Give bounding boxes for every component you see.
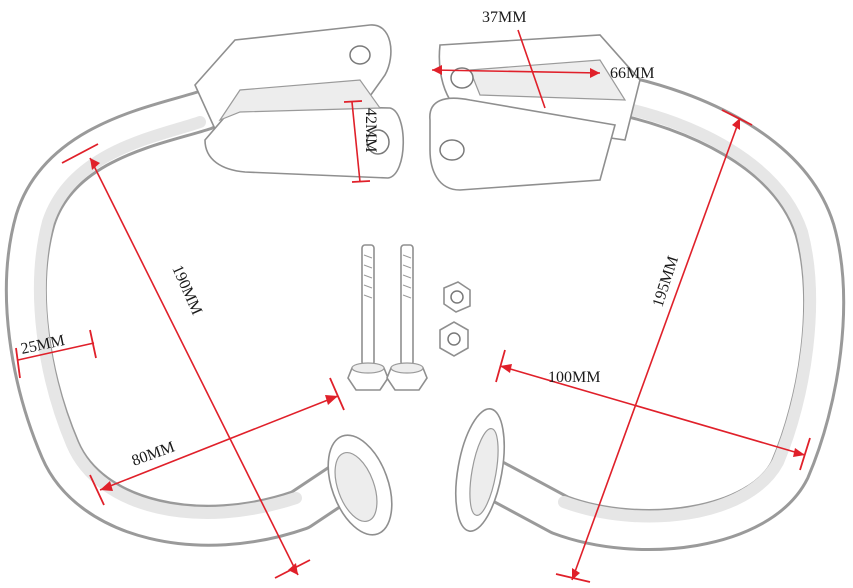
left-bracket-hole-top: [349, 45, 371, 65]
right-bracket-hole-bottom: [439, 139, 465, 161]
bolt-right: [386, 244, 428, 391]
label-37mm: 37MM: [482, 9, 526, 26]
label-66mm: 66MM: [610, 65, 654, 82]
dimension-lines: [15, 29, 811, 583]
label-195mm: 195MM: [650, 254, 682, 309]
label-42mm: 42MM: [362, 108, 379, 152]
left-bracket-hole-bottom: [366, 129, 390, 155]
dim-line-80mm: [99, 395, 339, 491]
label-100mm: 100MM: [548, 369, 600, 386]
nut-bottom: [439, 321, 469, 357]
left-mount-bracket: [194, 24, 405, 179]
dim-line-66mm: [431, 69, 601, 74]
dim-line-42mm: [351, 101, 361, 183]
dim-line-37mm: [517, 29, 546, 109]
right-bracket-hole-top: [450, 67, 474, 89]
hardware: [347, 244, 471, 391]
dim-line-195mm: [571, 117, 741, 581]
label-190mm: 190MM: [168, 263, 205, 318]
dim-line-190mm: [89, 157, 299, 576]
label-80mm: 80MM: [130, 439, 178, 470]
bolt-left: [347, 244, 389, 391]
right-grab-bar: [429, 34, 846, 551]
nut-top: [443, 281, 471, 313]
dim-line-25mm: [17, 342, 95, 361]
right-end-flange: [455, 408, 505, 532]
left-end-flange: [327, 434, 393, 536]
right-mount-bracket: [429, 34, 641, 191]
dim-line-100mm: [499, 365, 806, 456]
